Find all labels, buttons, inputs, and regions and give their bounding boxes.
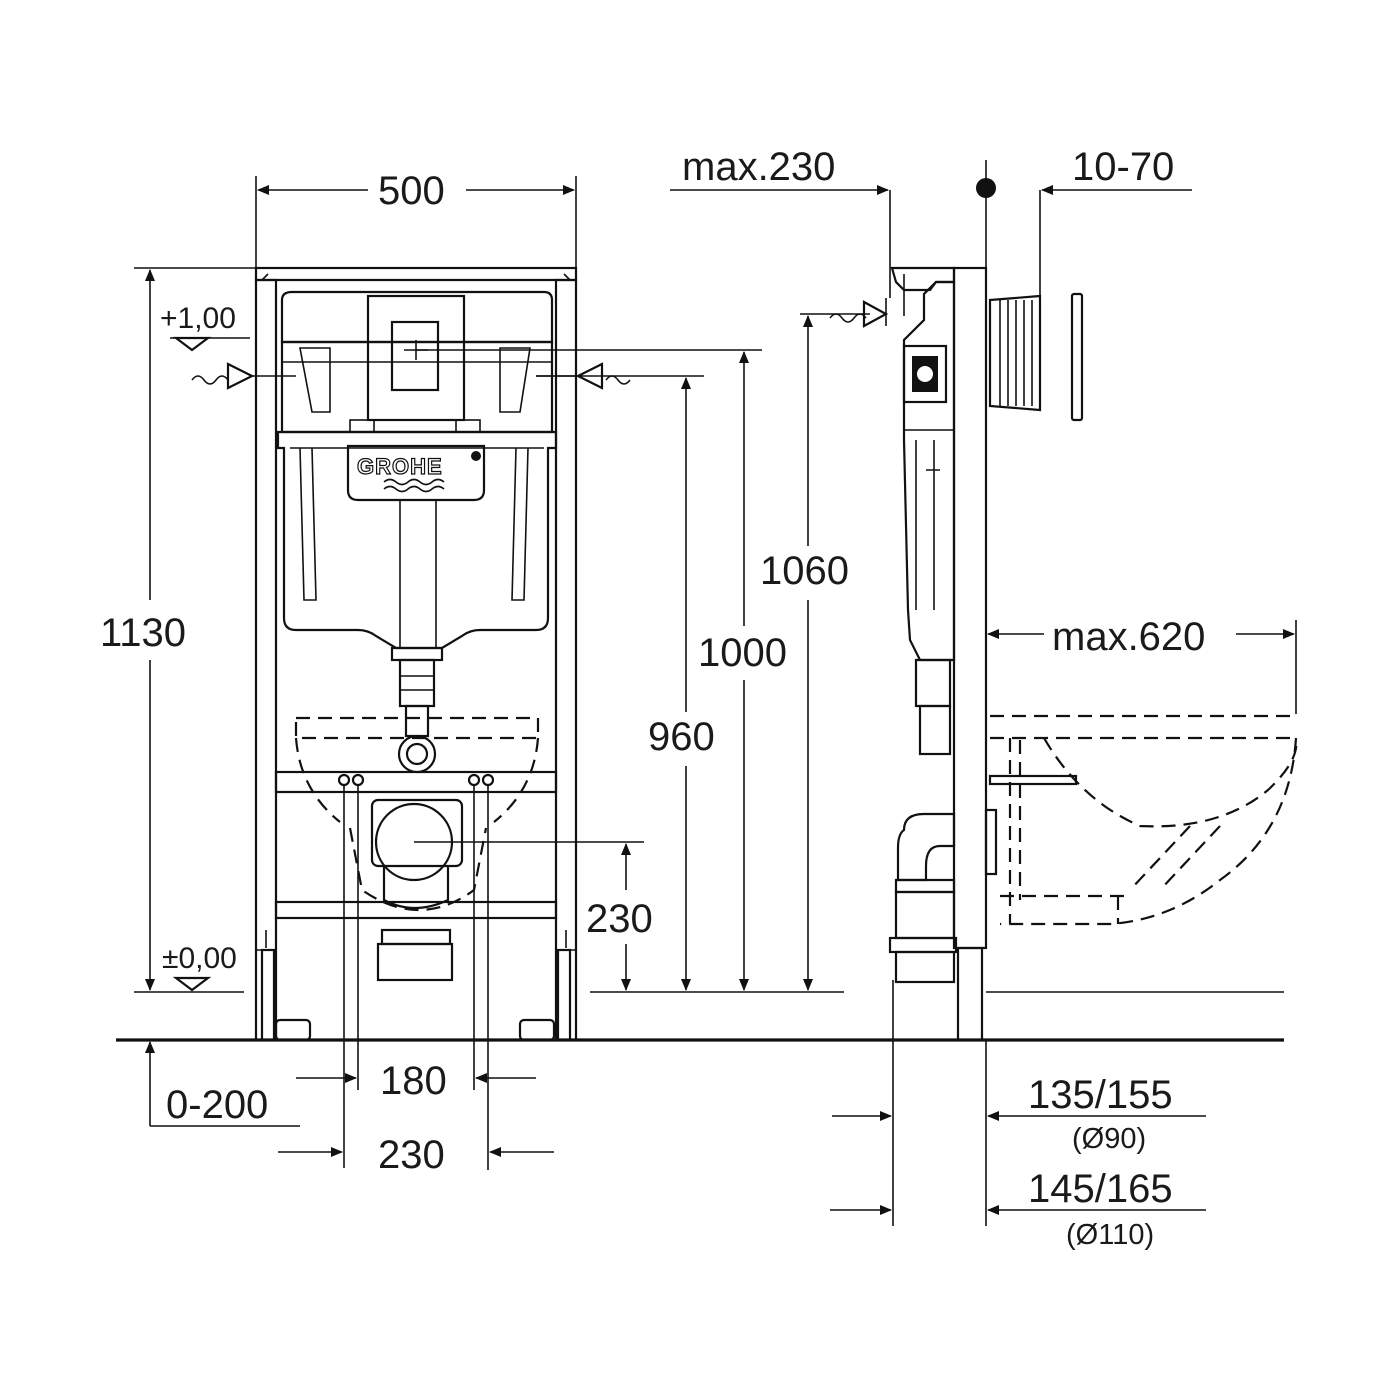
label-height-1060: 1060: [760, 549, 849, 593]
label-max-620: max.620: [1052, 615, 1205, 659]
label-total-height: 1130: [100, 611, 186, 655]
front-view: GROHE: [100, 169, 1284, 1177]
label-height-1000: 1000: [698, 631, 787, 675]
side-frame: [888, 266, 1284, 1226]
cistern: GROHE: [276, 290, 558, 774]
dim-depths: 135/155 (Ø90) 145/165 (Ø110): [830, 1073, 1206, 1251]
frame: [254, 266, 578, 1042]
mounting-bolts: [337, 773, 495, 1170]
side-view: 1060: [670, 145, 1298, 1251]
dim-floor-range: 0-200: [145, 1041, 300, 1127]
pan-outline-side: [988, 714, 1298, 926]
label-height-960: 960: [648, 715, 715, 759]
dim-heights: 230 960 1000: [414, 349, 844, 993]
label-depth-90: 135/155: [1028, 1073, 1173, 1117]
label-max-230: max.230: [682, 145, 835, 189]
pan-outline-front: [294, 716, 540, 912]
label-level-top: +1,00: [160, 302, 236, 335]
label-10-70: 10-70: [1072, 145, 1174, 189]
outlet: [370, 798, 464, 982]
dim-width-500: 500: [255, 169, 577, 268]
dim-bolt-spacing: 180 230: [278, 1059, 554, 1177]
label-spacing-230: 230: [378, 1133, 445, 1177]
water-inlet-side: [829, 190, 905, 328]
dim-height-1060: 1060: [760, 313, 870, 991]
label-depth-110: 145/165: [1028, 1167, 1173, 1211]
level-marks: +1,00 ±0,00: [160, 302, 250, 992]
label-spacing-180: 180: [380, 1059, 447, 1103]
dim-top-side: max.230 10-70: [670, 145, 1192, 268]
dim-height-1130: 1130: [100, 267, 256, 993]
label-diam-90: (Ø90): [1072, 1123, 1146, 1155]
label-width: 500: [378, 169, 445, 213]
flush-actuator-side: [988, 190, 1084, 422]
label-outlet-height: 230: [586, 897, 653, 941]
label-diam-110: (Ø110): [1066, 1219, 1154, 1251]
dim-max-620: max.620: [987, 615, 1297, 714]
label-floor-range: 0-200: [166, 1083, 268, 1127]
label-level-zero: ±0,00: [162, 942, 237, 975]
brand-logo-text: GROHE: [357, 454, 443, 479]
